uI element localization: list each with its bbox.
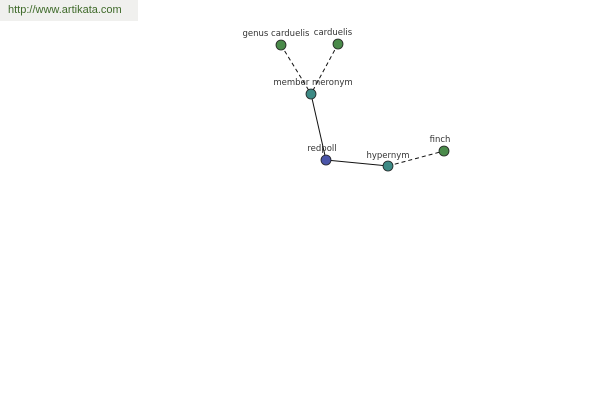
source-url-banner[interactable]: http://www.artikata.com [0, 0, 138, 21]
labels-layer: genus carduelis carduelis member meronym re… [243, 28, 451, 161]
node-label-redpoll[interactable]: redpoll [307, 144, 336, 154]
node-label-carduelis[interactable]: carduelis [314, 28, 353, 38]
node-redpoll[interactable] [320, 154, 332, 166]
edge-hypernym-to-finch [387, 150, 445, 167]
node-hypernym[interactable] [382, 160, 394, 172]
node-genus-carduelis[interactable] [275, 39, 287, 51]
node-carduelis[interactable] [332, 38, 344, 50]
node-label-member-meronym[interactable]: member meronym [273, 78, 352, 88]
node-label-genus-carduelis[interactable]: genus carduelis [243, 29, 310, 39]
edges-layer [280, 43, 445, 167]
node-finch[interactable] [438, 145, 450, 157]
nodes-layer [275, 38, 450, 172]
edge-member-meronym-to-redpoll [310, 93, 327, 161]
node-label-finch[interactable]: finch [430, 135, 451, 145]
edge-genus-carduelis-to-member-meronym [280, 44, 312, 95]
node-label-hypernym[interactable]: hypernym [366, 151, 409, 161]
edge-redpoll-to-hypernym [325, 159, 389, 167]
node-member-meronym[interactable] [305, 88, 317, 100]
edge-carduelis-to-member-meronym [310, 43, 339, 95]
